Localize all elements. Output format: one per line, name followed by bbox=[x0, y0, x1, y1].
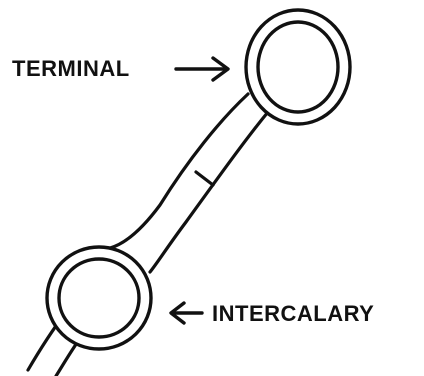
terminal-cell bbox=[246, 10, 350, 124]
arrow-left-icon bbox=[171, 303, 202, 323]
intercalary-label: INTERCALARY bbox=[212, 303, 374, 325]
intercalary-cell bbox=[47, 247, 151, 349]
terminal-cell-inner bbox=[258, 22, 338, 112]
cross-wall bbox=[196, 172, 213, 185]
vein-shaft bbox=[110, 94, 268, 272]
terminal-label: TERMINAL bbox=[12, 58, 130, 80]
arrow-right-icon bbox=[176, 58, 228, 80]
intercalary-cell-inner bbox=[59, 259, 139, 337]
